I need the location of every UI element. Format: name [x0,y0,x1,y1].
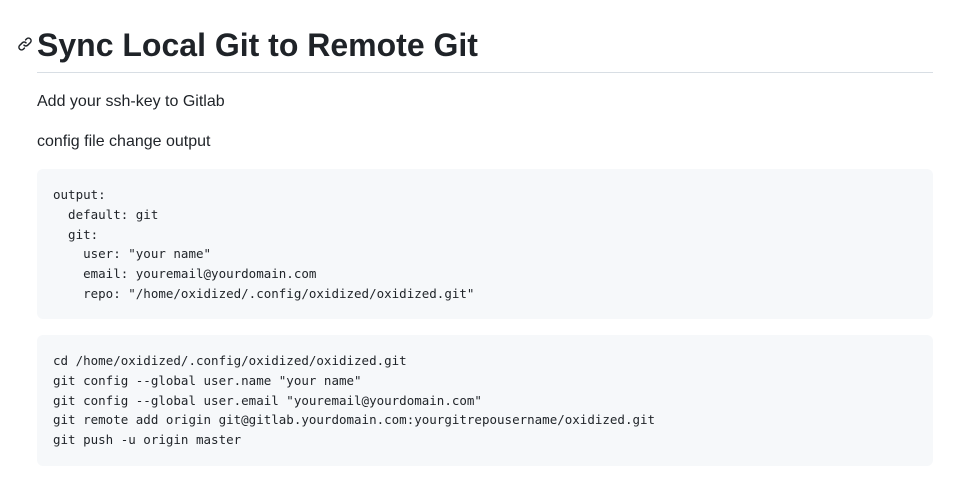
code-line: cd /home/oxidized/.config/oxidized/oxidi… [53,353,407,368]
code-content-config: output: default: git git: user: "your na… [53,185,917,304]
code-line: git remote add origin git@gitlab.yourdom… [53,412,656,428]
section-heading: Sync Local Git to Remote Git [37,24,933,73]
code-line: email: youremail@yourdomain.com [53,266,317,282]
code-content-commands: cd /home/oxidized/.config/oxidized/oxidi… [53,351,917,450]
code-line: git: [53,226,99,242]
code-line: git config --global user.name "your name… [53,372,362,388]
link-icon[interactable] [17,36,35,54]
code-line: git push -u origin master [53,432,242,448]
code-line: repo: "/home/oxidized/.config/oxidized/o… [53,285,475,301]
paragraph-config-output: config file change output [37,133,211,150]
code-line: git config --global user.email "youremai… [53,392,482,408]
paragraph-ssh-key: Add your ssh-key to Gitlab [37,93,225,110]
code-block-config[interactable]: output: default: git git: user: "your na… [37,169,933,319]
code-line: default: git [53,206,159,222]
page-title: Sync Local Git to Remote Git [37,27,478,63]
code-block-commands[interactable]: cd /home/oxidized/.config/oxidized/oxidi… [37,335,933,466]
code-line: user: "your name" [53,246,212,262]
link-icon-graphic [18,37,32,51]
code-line: output: [53,187,106,202]
